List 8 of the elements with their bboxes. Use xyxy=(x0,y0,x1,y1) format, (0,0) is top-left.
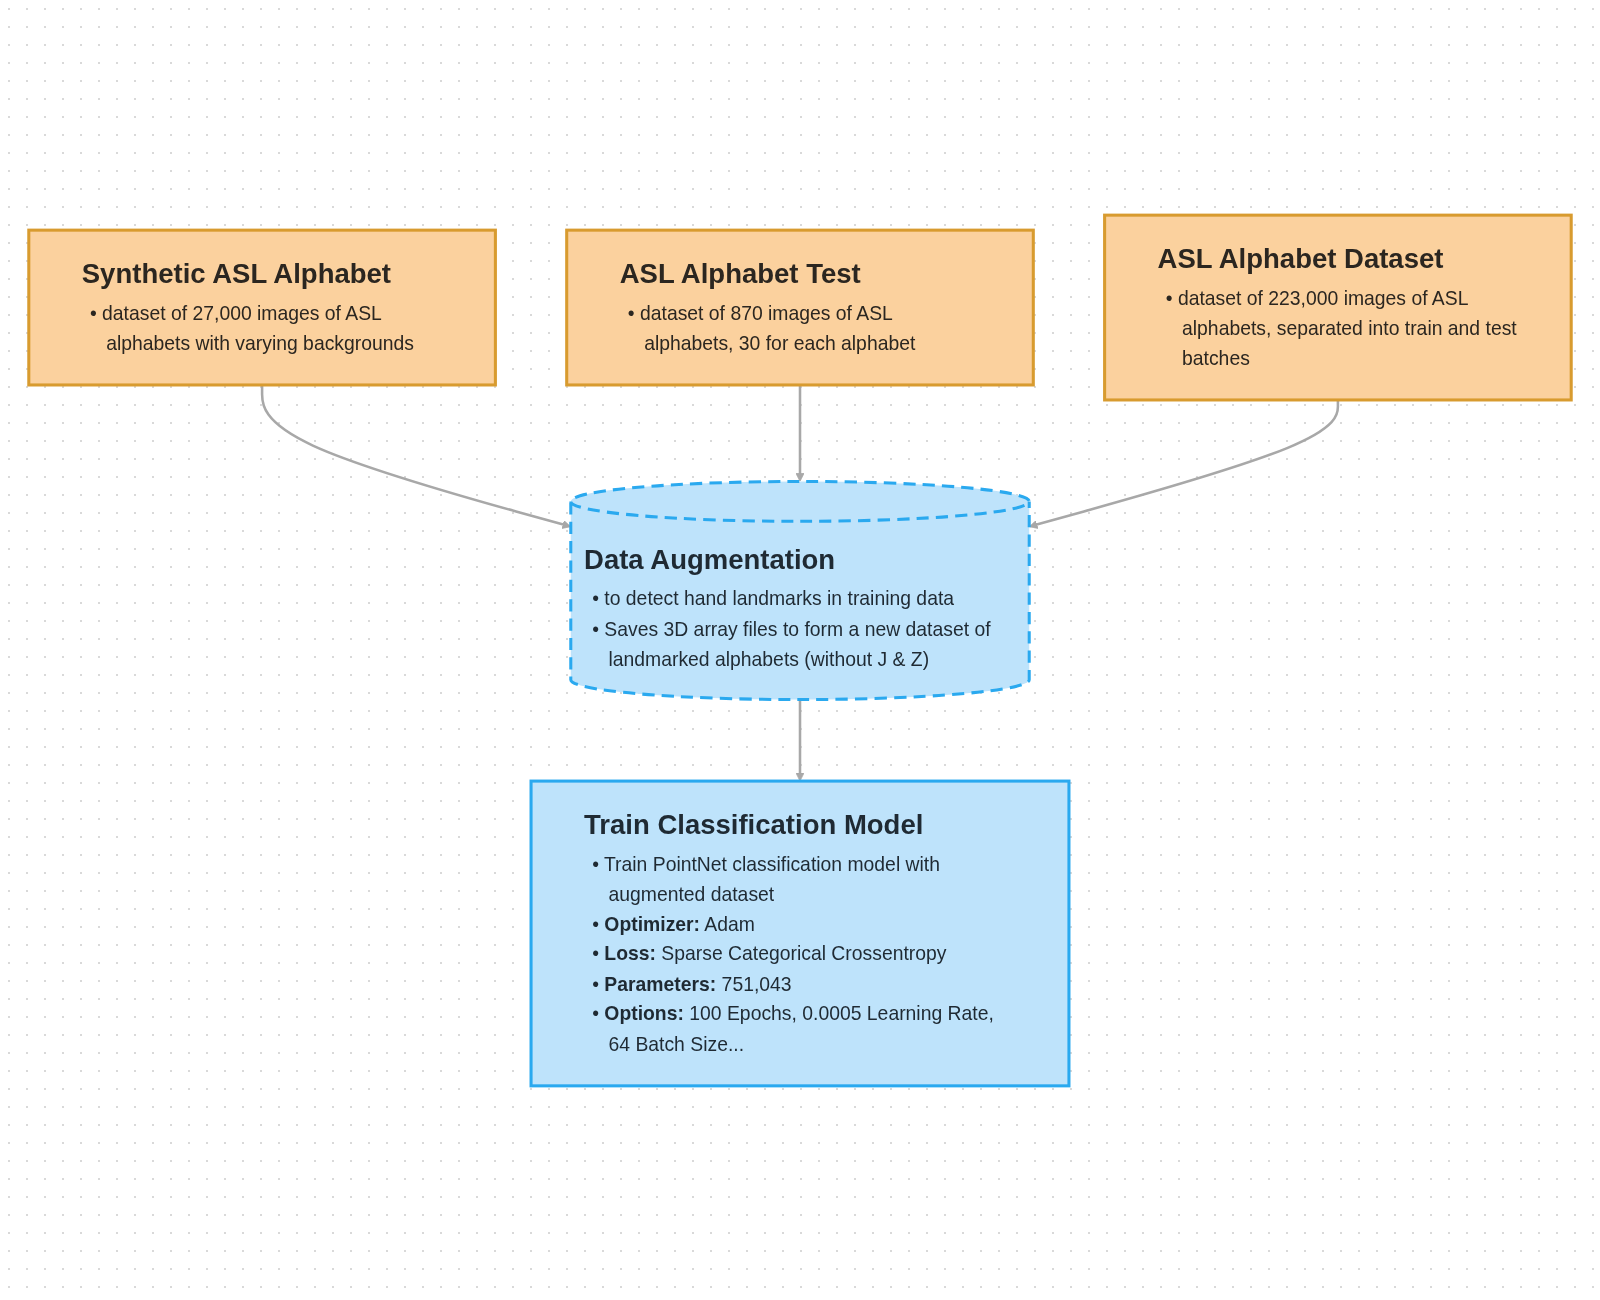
node-box: Train Classification Model • Train PointNet classification model with augmented dataset • Optimizer: Adam • Loss: Sparse Categorical Crossentropy • Parameters: 751,043 • Options: 100 Epochs, 0.0005 Learning Rate, 64 Batch Size... xyxy=(529,779,1071,1087)
arrow xyxy=(795,699,805,781)
arrow xyxy=(795,384,805,482)
node-box: Synthetic ASL Alphabet • dataset of 27,000 images of ASL alphabets with varying backgrounds xyxy=(27,228,497,386)
node-box: ASL Alphabet Test • dataset of 870 images of ASL alphabets, 30 for each alphabet xyxy=(565,228,1035,386)
arrow xyxy=(1028,399,1340,529)
node-box: ASL Alphabet Dataset • dataset of 223,000 images of ASL alphabets, separated into train and test batches xyxy=(1103,213,1573,401)
arrow xyxy=(260,384,572,529)
